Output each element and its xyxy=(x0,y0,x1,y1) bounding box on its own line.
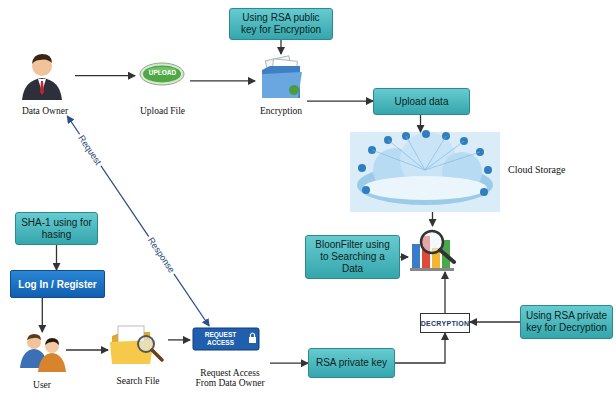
actor-icon: Data Owner xyxy=(15,50,75,116)
label-text: SHA-1 using for hasing xyxy=(20,217,93,241)
note-box: BloonFilter using to Searching a Data xyxy=(305,235,400,279)
user-figures xyxy=(20,334,66,372)
connector xyxy=(432,212,433,226)
caption: UPLOAD xyxy=(135,69,190,78)
connector xyxy=(190,80,255,81)
search-chart-icon xyxy=(410,231,454,271)
connector xyxy=(444,272,445,313)
caption: Search File xyxy=(96,376,180,386)
encryption-node: Encryption xyxy=(255,54,307,116)
label-text: Using RSA private key for Decryption xyxy=(525,310,608,334)
login-box: Log In / Register xyxy=(10,270,105,298)
label-text: Upload data xyxy=(395,96,449,108)
search-chart-node xyxy=(408,226,460,272)
connector xyxy=(400,256,408,257)
note-box: Using RSA public key for Encryption xyxy=(229,8,333,40)
label-text: DECRYPTION xyxy=(421,320,470,327)
connector xyxy=(56,245,57,270)
decryption-box: DECRYPTION xyxy=(420,313,470,333)
caption: Upload File xyxy=(123,106,202,116)
request-access-node: REQUEST ACCESS Request Access From Data O… xyxy=(190,326,270,388)
connector xyxy=(75,75,135,76)
label-text: RSA private key xyxy=(316,357,387,369)
connector xyxy=(280,40,281,54)
caption: Data Owner xyxy=(3,106,87,116)
search-file-icon xyxy=(110,326,162,364)
note-box: Using RSA private key for Decryption xyxy=(520,305,613,339)
caption: Encryption xyxy=(243,106,319,116)
caption: Cloud Storage xyxy=(508,164,566,176)
cloud-storage-image xyxy=(350,130,500,212)
connector xyxy=(66,349,108,350)
label-text: BloonFilter using to Searching a Data xyxy=(310,239,395,275)
caption: Request Access From Data Owner xyxy=(194,368,266,388)
connector xyxy=(168,339,190,340)
label-text: Log In / Register xyxy=(18,279,96,290)
edge-label: Response xyxy=(144,233,177,276)
connector xyxy=(470,321,520,322)
upload-icon-node: UPLOADUpload File xyxy=(135,62,190,116)
process-box: Upload data xyxy=(373,88,470,115)
connector xyxy=(420,115,421,132)
note-box: RSA private key xyxy=(308,348,395,378)
note-box: SHA-1 using for hasing xyxy=(15,212,98,245)
caption: User xyxy=(6,380,78,390)
connector xyxy=(270,363,308,364)
connector xyxy=(307,100,373,101)
connector xyxy=(395,333,445,363)
encryption-folder xyxy=(262,56,302,98)
connector xyxy=(42,298,43,332)
caption: REQUEST ACCESS xyxy=(193,328,248,350)
user-node: User xyxy=(18,332,66,390)
label-text: Using RSA public key for Encryption xyxy=(234,12,328,36)
line-label: Request xyxy=(75,131,104,168)
cloud-node: Cloud Storage xyxy=(350,132,500,212)
request-access-button xyxy=(193,328,259,350)
data-owner-figure xyxy=(22,54,62,100)
search-file-node: Search File xyxy=(108,322,168,386)
